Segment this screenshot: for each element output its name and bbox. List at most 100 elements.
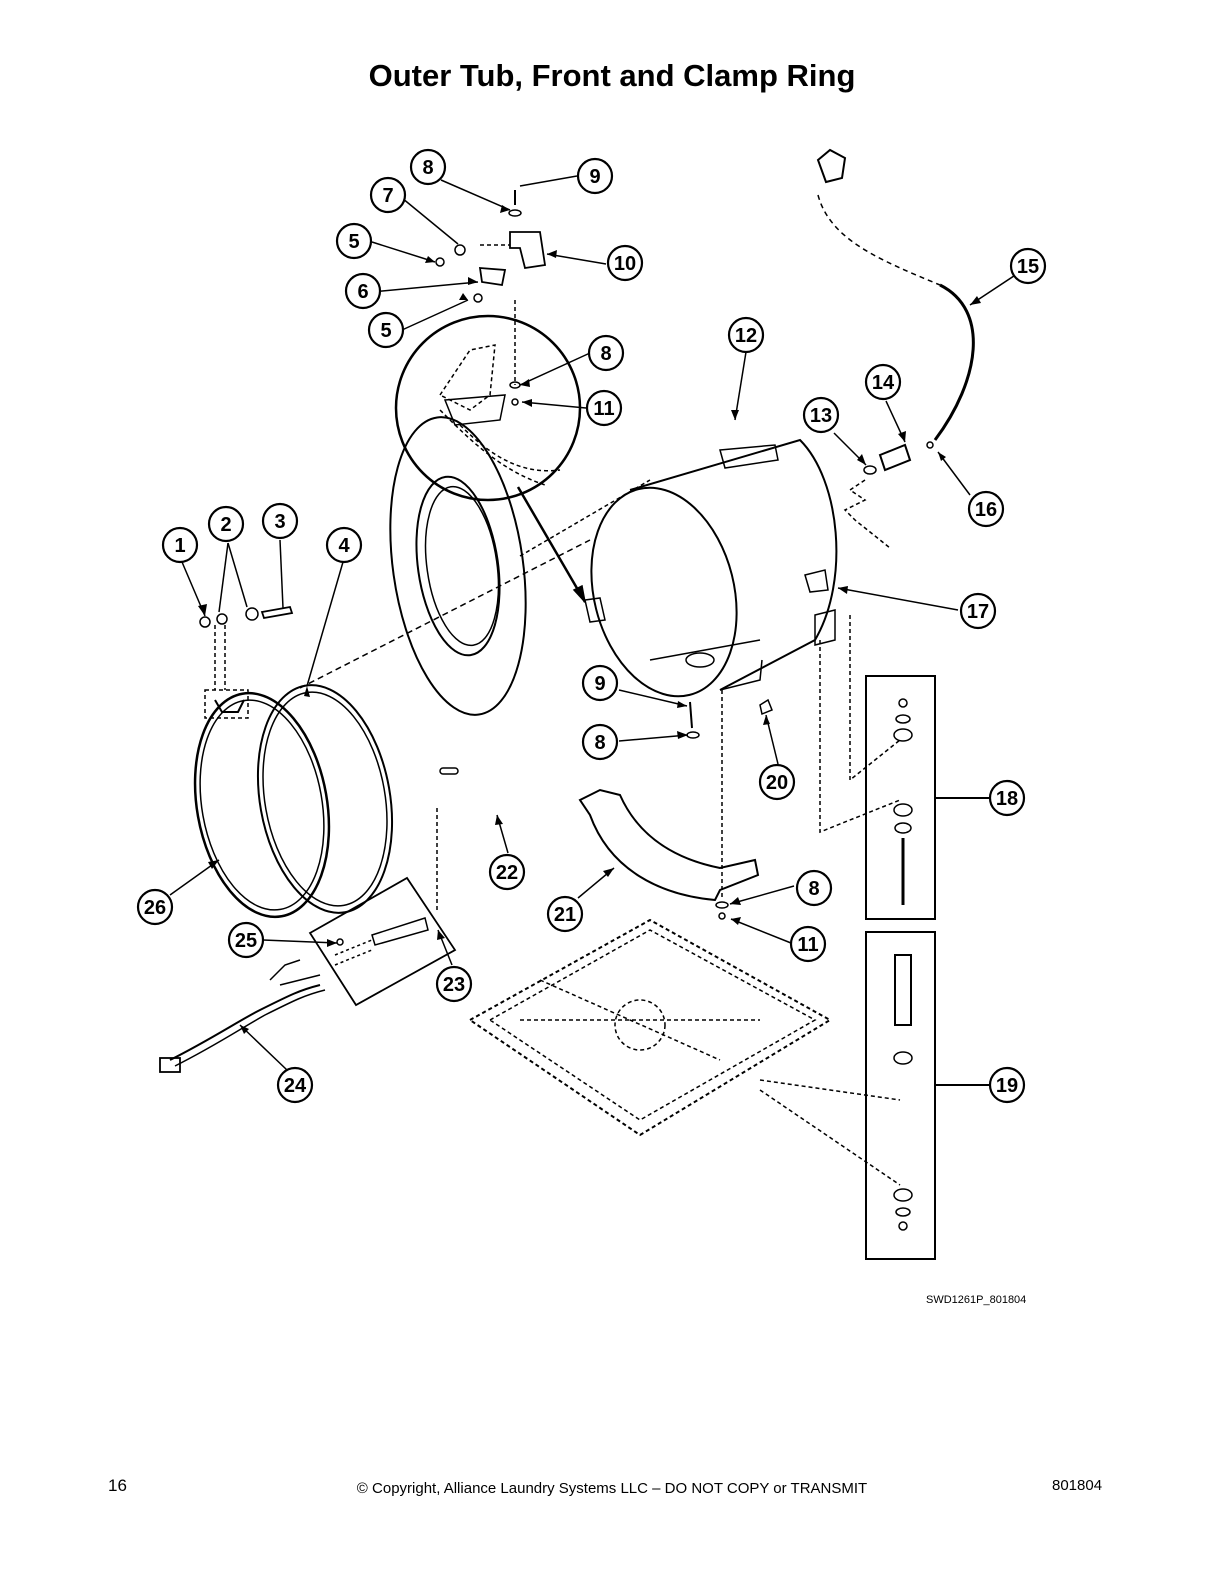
clamp-fasteners [199,605,294,628]
callout-number: 11 [797,934,818,956]
callout-number: 8 [422,157,433,179]
callout-number: 19 [996,1075,1018,1097]
page-title: Outer Tub, Front and Clamp Ring [368,58,856,93]
callout-c23: 23 [435,965,473,1003]
callout-circle [789,925,827,963]
callout-number: 8 [808,878,819,900]
page-number: 16 [108,1476,127,1495]
callout-number: 18 [996,788,1018,810]
callout-c24: 24 [276,1066,314,1104]
callout-circle [276,1066,314,1104]
callout-number: 21 [554,904,576,926]
callout-circle [606,244,644,282]
callout-c12: 12 [727,316,765,354]
callout-circle [325,526,363,564]
callout-number: 9 [589,166,600,188]
callout-c10: 10 [606,244,644,282]
callout-circle [959,592,997,630]
callout-circle [435,965,473,1003]
callout-circle [587,334,625,372]
callout-number: 10 [614,253,636,275]
callout-number: 13 [810,405,832,427]
callout-circle [367,311,405,349]
callout-number: 14 [872,372,895,394]
callout-number: 7 [382,185,393,207]
callout-number: 24 [284,1075,307,1097]
callout-c17: 17 [959,592,997,630]
callout-c20: 20 [758,763,796,801]
callout-circle [802,396,840,434]
outer-tub [299,438,838,698]
callout-number: 8 [594,732,605,754]
callout-circle [864,363,902,401]
callout-number: 4 [338,535,350,557]
callout-c9b: 9 [581,664,619,702]
callout-circle [161,526,199,564]
callout-circle [261,502,299,540]
callout-number: 5 [348,231,359,253]
leader-arrowheads [198,205,981,1034]
callout-c18: 18 [988,779,1026,817]
callout-number: 25 [235,930,257,952]
callout-c2: 2 [207,505,245,543]
callout-c5b: 5 [367,311,405,349]
callout-number: 15 [1017,256,1039,278]
callout-c8d: 8 [795,869,833,907]
pressure-hose-assembly [816,148,975,549]
callout-circle [585,389,623,427]
callout-circle [795,869,833,907]
callout-number: 22 [496,862,518,884]
callout-circle [344,272,382,310]
callout-circle [988,779,1026,817]
gasket-and-clamp-ring [193,625,394,919]
callout-circle [409,148,447,186]
lower-bracket [578,690,773,920]
heater-element [308,876,457,1007]
callout-c7: 7 [369,176,407,214]
callout-c11a: 11 [585,389,623,427]
callout-c1: 1 [161,526,199,564]
callout-c3: 3 [261,502,299,540]
callout-circle [207,505,245,543]
callout-c8a: 8 [409,148,447,186]
drawing-code: SWD1261P_801804 [926,1294,1027,1306]
wire-harness [159,959,326,1073]
callout-circle [546,895,584,933]
callout-number: 17 [967,601,989,623]
callout-c11b: 11 [789,925,827,963]
callout-c21: 21 [546,895,584,933]
callout-number: 8 [600,343,611,365]
callout-circle [369,176,407,214]
callout-c8c: 8 [581,723,619,761]
callout-circle [988,1066,1026,1104]
callout-c19: 19 [988,1066,1026,1104]
callout-c14: 14 [864,363,902,401]
upper-bracket-hardware [435,190,547,406]
callout-c22: 22 [488,853,526,891]
callout-number: 20 [766,772,788,794]
callout-number: 16 [975,499,997,521]
callout-c8b: 8 [587,334,625,372]
callout-number: 3 [274,511,285,533]
callout-circle [1009,247,1047,285]
callout-circle [758,763,796,801]
callout-number: 9 [594,673,605,695]
callout-c16: 16 [967,490,1005,528]
callout-number: 6 [357,281,368,303]
callout-number: 12 [735,325,757,347]
callout-number: 26 [144,897,166,919]
callout-c15: 15 [1009,247,1047,285]
callout-circle [581,723,619,761]
callout-circle [227,921,265,959]
callout-number: 23 [443,974,465,996]
copyright-notice: © Copyright, Alliance Laundry Systems LL… [356,1480,868,1497]
tub-front [389,416,527,910]
base-frame [468,918,832,1137]
document-number: 801804 [1052,1477,1103,1494]
callout-circle [967,490,1005,528]
callout-circle [576,157,614,195]
callout-number: 11 [593,398,614,420]
callout-number: 1 [174,535,185,557]
